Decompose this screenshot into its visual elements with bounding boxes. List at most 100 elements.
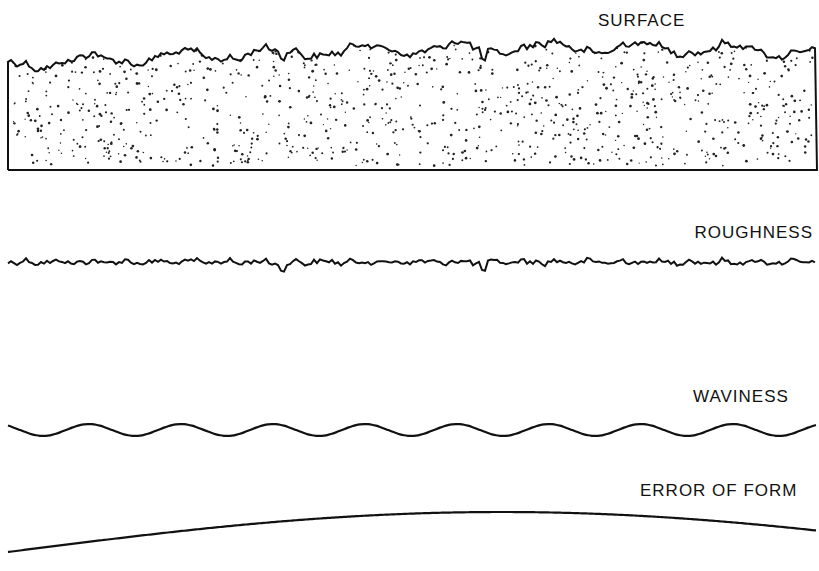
- stipple-dot: [637, 76, 639, 78]
- stipple-dot: [57, 105, 60, 108]
- stipple-dot: [16, 134, 18, 136]
- stipple-dot: [731, 52, 733, 54]
- stipple-dot: [304, 64, 306, 66]
- stipple-dot: [461, 151, 464, 154]
- stipple-dot: [212, 164, 214, 166]
- stipple-dot: [116, 92, 118, 94]
- stipple-dot: [473, 128, 475, 130]
- stipple-dot: [93, 115, 95, 117]
- stipple-dot: [236, 150, 238, 152]
- stipple-dot: [270, 41, 272, 43]
- stipple-dot: [99, 70, 102, 73]
- stipple-dot: [543, 125, 545, 127]
- stipple-dot: [80, 107, 82, 109]
- stipple-dot: [742, 144, 745, 147]
- stipple-dot: [108, 158, 110, 160]
- stipple-dot: [230, 115, 232, 117]
- stipple-dot: [396, 144, 398, 146]
- stipple-dot: [161, 41, 162, 42]
- stipple-dot: [790, 60, 792, 62]
- stipple-dot: [513, 86, 515, 88]
- stipple-dot: [587, 127, 589, 129]
- stipple-dot: [638, 83, 640, 85]
- stipple-dot: [209, 68, 212, 71]
- stipple-dot: [546, 67, 548, 69]
- stipple-dot: [341, 99, 343, 101]
- stipple-dot: [246, 129, 249, 132]
- stipple-dot: [474, 83, 476, 85]
- stipple-dot: [607, 40, 609, 42]
- stipple-dot: [554, 134, 556, 136]
- stipple-dot: [510, 101, 512, 103]
- stipple-dot: [568, 133, 570, 135]
- stipple-dot: [419, 136, 421, 138]
- stipple-dot: [557, 68, 558, 69]
- stipple-dot: [784, 111, 786, 113]
- stipple-dot: [650, 137, 652, 139]
- stipple-dot: [179, 99, 181, 101]
- stipple-dot: [298, 134, 300, 136]
- stipple-dot: [110, 155, 112, 157]
- stipple-dot: [217, 105, 219, 107]
- stipple-dot: [278, 115, 280, 117]
- stipple-dot: [488, 98, 490, 100]
- stipple-dot: [152, 93, 154, 95]
- stipple-dot: [321, 152, 323, 154]
- stipple-dot: [185, 118, 187, 120]
- stipple-dot: [527, 65, 529, 67]
- stipple-dot: [215, 70, 217, 72]
- stipple-dot: [484, 109, 486, 111]
- stipple-dot: [278, 143, 280, 145]
- profile-label: WAVINESS: [693, 388, 789, 405]
- stipple-dot: [796, 57, 798, 59]
- stipple-dot: [407, 85, 409, 87]
- stipple-dot: [777, 136, 779, 138]
- stipple-dot: [121, 122, 123, 124]
- stipple-dot: [178, 92, 181, 95]
- stipple-dot: [418, 49, 420, 51]
- stipple-dot: [766, 60, 768, 62]
- stipple-dot: [525, 92, 527, 94]
- stipple-dot: [114, 83, 116, 85]
- stipple-dot: [222, 62, 224, 64]
- stipple-dot: [540, 112, 542, 114]
- stipple-dot: [268, 80, 270, 82]
- stipple-dot: [785, 103, 787, 105]
- stipple-dot: [705, 156, 707, 158]
- stipple-dot: [707, 103, 709, 105]
- stipple-dot: [220, 37, 222, 39]
- stipple-dot: [679, 97, 681, 99]
- stipple-dot: [47, 147, 49, 149]
- stipple-dot: [500, 97, 501, 98]
- stipple-dot: [118, 153, 120, 155]
- stipple-dot: [605, 111, 606, 112]
- stipple-dot: [590, 40, 592, 42]
- stipple-dot: [291, 56, 293, 58]
- stipple-dot: [768, 40, 770, 42]
- stipple-dot: [456, 109, 458, 111]
- stipple-dot: [216, 109, 219, 112]
- stipple-dot: [106, 92, 108, 94]
- stipple-dot: [85, 158, 86, 159]
- stipple-dot: [748, 82, 749, 83]
- stipple-dot: [642, 92, 644, 94]
- stipple-dot: [253, 59, 255, 61]
- stipple-dot: [585, 158, 587, 160]
- stipple-dot: [410, 116, 412, 118]
- stipple-dot: [518, 153, 520, 155]
- stipple-dot: [315, 148, 317, 150]
- stipple-dot: [727, 127, 729, 129]
- stipple-dot: [79, 88, 81, 90]
- stipple-dot: [630, 96, 633, 99]
- stipple-dot: [702, 69, 704, 71]
- stipple-dot: [486, 151, 488, 153]
- stipple-dot: [459, 71, 462, 74]
- stipple-dot: [258, 159, 260, 161]
- stipple-dot: [527, 83, 529, 85]
- stipple-dot: [719, 56, 721, 58]
- stipple-dot: [245, 96, 247, 98]
- stipple-dot: [368, 77, 370, 79]
- stipple-dot: [426, 39, 428, 41]
- stipple-dot: [374, 104, 376, 106]
- stipple-dot: [177, 63, 179, 65]
